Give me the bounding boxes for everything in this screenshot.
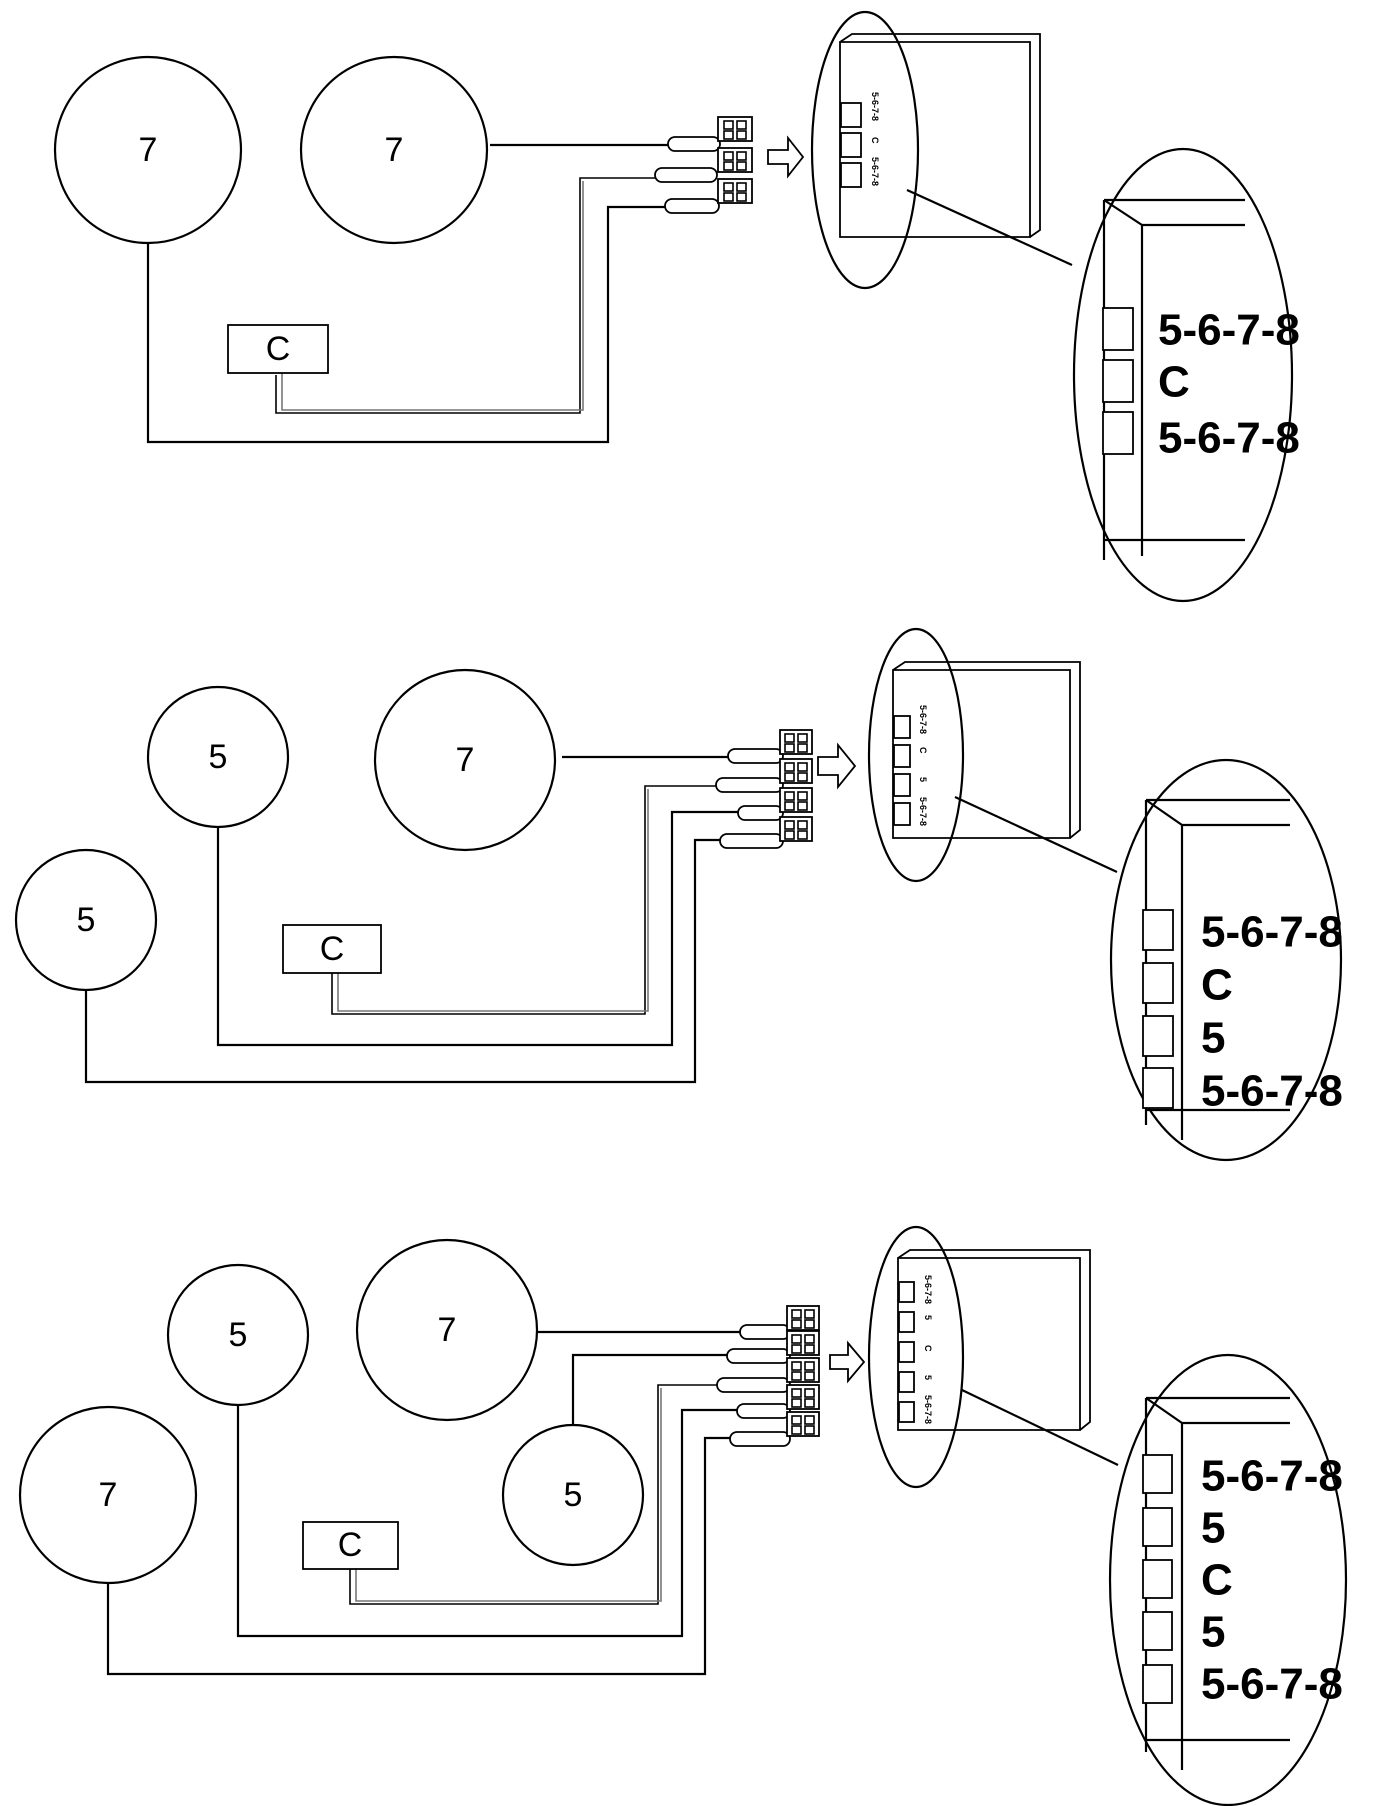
terminal-sockets bbox=[840, 102, 862, 188]
wire bbox=[337, 789, 649, 1012]
burner-label: 7 bbox=[139, 131, 158, 169]
terminal-block bbox=[839, 33, 1041, 238]
plug bbox=[737, 787, 813, 821]
plug bbox=[667, 116, 753, 152]
wire bbox=[146, 205, 668, 444]
wire bbox=[236, 1402, 737, 1638]
burner-label: 5 bbox=[209, 738, 228, 776]
burner-circle bbox=[146, 685, 290, 829]
burner-label: 7 bbox=[99, 1476, 118, 1514]
burner-circle bbox=[355, 1238, 539, 1422]
wire bbox=[216, 810, 738, 1047]
control-box bbox=[227, 324, 329, 374]
terminal-sockets bbox=[893, 715, 911, 826]
wire bbox=[571, 1353, 727, 1424]
zoom-label: 5 bbox=[1201, 1504, 1225, 1553]
zoom-label: 5-6-7-8 bbox=[1158, 414, 1300, 463]
terminal-labels: 5-6-7-8 C 5 5-6-7-8 bbox=[918, 705, 928, 826]
plug bbox=[729, 1411, 820, 1447]
burner-circle bbox=[299, 55, 489, 245]
insert-arrow-icon bbox=[829, 1340, 866, 1384]
wire bbox=[275, 177, 655, 414]
svg-text:C: C bbox=[870, 137, 880, 144]
plug bbox=[716, 1357, 820, 1393]
insert-arrow-icon bbox=[767, 135, 805, 179]
zoom-callout bbox=[1072, 147, 1294, 603]
plug bbox=[726, 1330, 820, 1364]
wire bbox=[349, 1384, 717, 1605]
burner-circle bbox=[18, 1405, 198, 1585]
control-box-label: C bbox=[320, 930, 345, 968]
detail-ring bbox=[867, 1225, 965, 1489]
zoom-label: 5 bbox=[1201, 1014, 1225, 1063]
burner-circle bbox=[373, 668, 557, 852]
zoom-callout bbox=[1109, 758, 1343, 1162]
terminal-labels: 5-6-7-8 5 C 5 5-6-7-8 bbox=[923, 1275, 933, 1424]
terminal-sockets bbox=[898, 1281, 915, 1423]
burner-label: 5 bbox=[77, 901, 96, 939]
svg-text:5-6-7-8: 5-6-7-8 bbox=[870, 157, 880, 186]
zoom-label: C bbox=[1201, 1556, 1233, 1605]
svg-text:5-6-7-8: 5-6-7-8 bbox=[918, 797, 928, 826]
plug bbox=[654, 147, 753, 183]
plug bbox=[715, 758, 813, 793]
terminal-block bbox=[897, 1249, 1091, 1431]
svg-text:5: 5 bbox=[923, 1315, 933, 1320]
detail-ring bbox=[867, 627, 965, 883]
burner-label: 7 bbox=[385, 131, 404, 169]
burner-circle bbox=[53, 55, 243, 245]
zoom-leader bbox=[906, 188, 1073, 267]
wire bbox=[331, 785, 716, 1015]
control-box bbox=[282, 924, 382, 974]
zoom-label: 5-6-7-8 bbox=[1201, 908, 1343, 957]
burner-circle bbox=[501, 1423, 645, 1567]
zoom-label: 5-6-7-8 bbox=[1201, 1067, 1343, 1116]
plug bbox=[727, 729, 813, 764]
svg-text:5-6-7-8: 5-6-7-8 bbox=[870, 92, 880, 121]
zoom-label: 5-6-7-8 bbox=[1158, 306, 1300, 355]
plug bbox=[719, 816, 813, 849]
terminal-labels: 5-6-7-8 C 5-6-7-8 bbox=[870, 92, 880, 186]
burner-label: 7 bbox=[456, 741, 475, 779]
wire bbox=[281, 181, 584, 411]
control-box-label: C bbox=[266, 330, 291, 368]
burner-circle bbox=[166, 1263, 310, 1407]
svg-text:5-6-7-8: 5-6-7-8 bbox=[923, 1395, 933, 1424]
zoom-leader bbox=[954, 796, 1118, 873]
burner-label: 5 bbox=[229, 1316, 248, 1354]
zoom-label: 5-6-7-8 bbox=[1201, 1660, 1343, 1709]
zoom-label: C bbox=[1158, 358, 1190, 407]
svg-text:5-6-7-8: 5-6-7-8 bbox=[923, 1275, 933, 1304]
panel-3: 5 7 7 5 C bbox=[18, 1225, 1348, 1806]
insert-arrow-icon bbox=[817, 742, 857, 790]
wire bbox=[106, 1436, 730, 1676]
detail-ring bbox=[810, 10, 920, 290]
svg-text:C: C bbox=[918, 747, 928, 754]
panel-1: 7 7 C 5-6-7-8 C 5-6-7- bbox=[53, 10, 1300, 603]
zoom-sockets bbox=[1102, 307, 1134, 455]
panel-2: 5 7 5 C bbox=[14, 627, 1343, 1162]
zoom-sockets bbox=[1142, 909, 1174, 1109]
wire bbox=[355, 1388, 662, 1602]
burner-label: 5 bbox=[564, 1476, 583, 1514]
svg-text:5: 5 bbox=[918, 777, 928, 782]
zoom-leader bbox=[961, 1389, 1119, 1466]
zoom-sockets bbox=[1142, 1454, 1173, 1704]
svg-text:5: 5 bbox=[923, 1375, 933, 1380]
wire bbox=[84, 838, 720, 1084]
burner-label: 7 bbox=[438, 1311, 457, 1349]
plug bbox=[664, 178, 753, 214]
terminal-block bbox=[892, 661, 1081, 839]
zoom-label: 5 bbox=[1201, 1608, 1225, 1657]
zoom-label: 5-6-7-8 bbox=[1201, 1452, 1343, 1501]
control-box-label: C bbox=[338, 1526, 363, 1564]
svg-text:C: C bbox=[923, 1345, 933, 1352]
zoom-label: C bbox=[1201, 961, 1233, 1010]
svg-text:5-6-7-8: 5-6-7-8 bbox=[918, 705, 928, 734]
plug bbox=[736, 1384, 820, 1419]
control-box bbox=[302, 1521, 399, 1570]
burner-circle bbox=[14, 848, 158, 992]
